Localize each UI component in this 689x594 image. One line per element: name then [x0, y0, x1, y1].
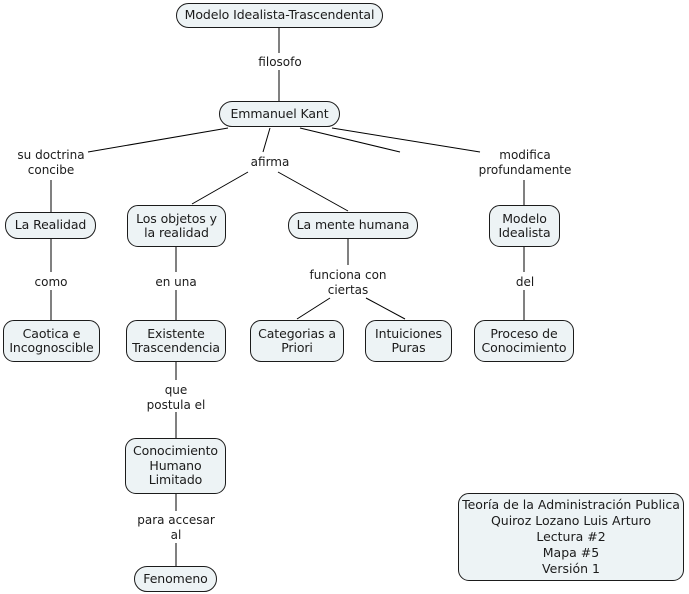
node-existente[interactable]: Existente Trascendencia — [126, 320, 226, 362]
author-info-line: Mapa #5 — [542, 545, 600, 560]
edge-funciona-to-categorias — [296, 297, 331, 320]
node-fenomeno[interactable]: Fenomeno — [134, 566, 217, 592]
author-info-line: Versión 1 — [542, 561, 600, 576]
edge-afirma-to-objetos — [191, 171, 249, 205]
node-realidad[interactable]: La Realidad — [5, 212, 96, 239]
link-label-modifica: modifica profundamente — [478, 148, 572, 177]
link-label-enuna: en una — [155, 275, 197, 289]
node-proceso[interactable]: Proceso de Conocimiento — [474, 320, 574, 362]
link-label-filosofo: filosofo — [258, 55, 302, 69]
link-label-accesar: para accesar al — [137, 513, 215, 542]
edge-kant-to-modifica — [331, 127, 481, 153]
link-label-funciona: funciona con ciertas — [309, 268, 387, 297]
node-intuiciones[interactable]: Intuiciones Puras — [365, 320, 452, 362]
node-mente[interactable]: La mente humana — [288, 212, 418, 239]
node-conocimiento[interactable]: Conocimiento Humano Limitado — [125, 438, 226, 494]
author-info-line: Teoría de la Administración Publica — [462, 497, 680, 512]
link-label-como: como — [34, 275, 68, 289]
node-objetos[interactable]: Los objetos y la realidad — [127, 205, 226, 247]
node-kant[interactable]: Emmanuel Kant — [219, 101, 340, 127]
link-label-afirma: afirma — [250, 155, 290, 169]
edge-kant-to-doctrina — [87, 127, 229, 153]
author-info-line: Lectura #2 — [536, 529, 606, 544]
edge-kant-to-mente-branch — [299, 127, 401, 153]
node-categorias[interactable]: Categorias a Priori — [250, 320, 344, 362]
edge-afirma-to-mente — [277, 171, 349, 212]
link-label-postula: que postula el — [146, 383, 206, 412]
edge-funciona-to-intuiciones — [365, 297, 406, 320]
author-info-line: Quiroz Lozano Luis Arturo — [490, 513, 652, 528]
node-caotica[interactable]: Caotica e Incognoscible — [3, 320, 100, 362]
link-label-doctrina: su doctrina concibe — [17, 148, 85, 177]
node-modeloideal[interactable]: Modelo Idealista — [489, 205, 560, 247]
link-label-del: del — [515, 275, 535, 289]
node-root[interactable]: Modelo Idealista-Trascendental — [176, 3, 383, 28]
edge-kant-to-afirma — [262, 127, 271, 153]
